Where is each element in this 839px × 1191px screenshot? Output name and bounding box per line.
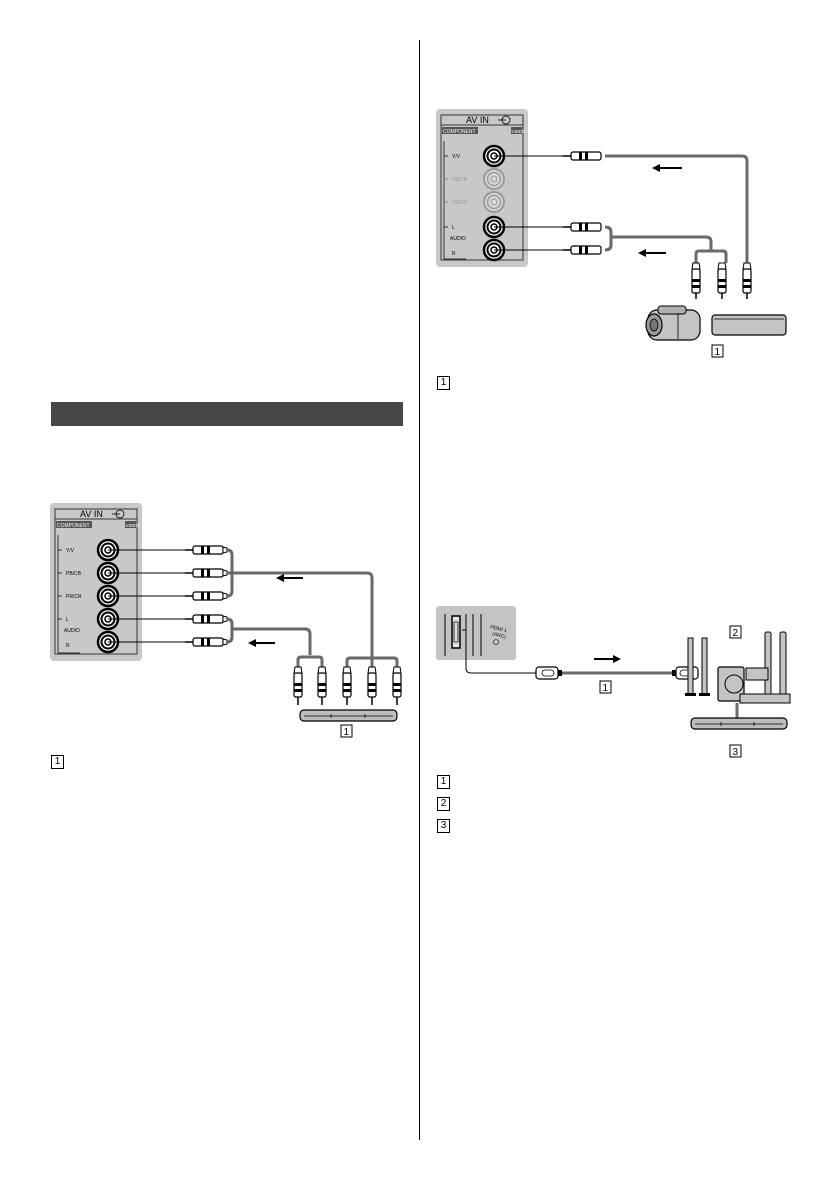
legend-left: 1 bbox=[51, 751, 64, 769]
av-in-panel: AV IN COMPONENT VIDEO Y/V PB/CB PR/CR L … bbox=[436, 109, 528, 267]
jack-label-pr: PR/CR bbox=[66, 594, 82, 600]
input-arrow-icon bbox=[493, 639, 499, 645]
video-tag: VIDEO bbox=[512, 129, 527, 134]
svg-text:2: 2 bbox=[733, 628, 739, 639]
panel-title: AV IN bbox=[80, 509, 103, 519]
device-callout: 1 bbox=[340, 724, 353, 738]
audio-label: AUDIO bbox=[64, 628, 80, 634]
legend-item: 1 bbox=[51, 751, 64, 769]
legend-item: 1 bbox=[437, 771, 450, 793]
arrow-icon bbox=[594, 655, 621, 663]
legend-number: 1 bbox=[437, 376, 450, 390]
jack-label-l: L bbox=[452, 225, 455, 231]
legend-item: 2 bbox=[437, 793, 450, 815]
svg-text:1: 1 bbox=[715, 347, 721, 358]
section-header-bar bbox=[51, 402, 403, 426]
legend-number: 3 bbox=[437, 819, 450, 833]
jack-label-l: L bbox=[66, 617, 69, 623]
hdmi-port-label: HDMI 1 bbox=[489, 624, 507, 634]
jack-label-y: Y/V bbox=[452, 154, 461, 160]
jack-label-r: R bbox=[452, 251, 456, 257]
speakers-callout: 2 bbox=[729, 625, 742, 639]
svg-text:3: 3 bbox=[733, 747, 739, 758]
component-tag: COMPONENT bbox=[57, 523, 90, 529]
jack-label-pb: PB/CB bbox=[452, 177, 468, 183]
legend-number: 2 bbox=[437, 797, 450, 811]
arrow-icon bbox=[276, 574, 303, 582]
hdmi-port-panel: HDMI 1 (ARC) bbox=[436, 606, 516, 660]
audio-label: AUDIO bbox=[450, 236, 466, 242]
panel-title: AV IN bbox=[466, 115, 489, 125]
cable-callout: 1 bbox=[599, 680, 612, 694]
legend-number: 1 bbox=[51, 755, 64, 769]
arrow-icon bbox=[652, 164, 682, 172]
column-divider bbox=[419, 40, 420, 1140]
legend-right-top: 1 bbox=[437, 372, 450, 390]
camcorder-icon bbox=[645, 305, 701, 341]
vcr-box-icon bbox=[711, 314, 787, 336]
legend-item: 1 bbox=[437, 372, 450, 390]
legend-right-bottom: 1 2 3 bbox=[437, 771, 450, 837]
disc-player-icon bbox=[299, 709, 398, 722]
arrow-icon bbox=[638, 249, 666, 257]
svg-text:1: 1 bbox=[344, 727, 350, 738]
jack-label-y: Y/V bbox=[66, 548, 75, 554]
jack-label-pb: PB/CB bbox=[66, 571, 82, 577]
device-callout: 1 bbox=[711, 344, 724, 358]
hdmi-port-icon bbox=[451, 615, 461, 649]
component-tag: COMPONENT bbox=[443, 129, 476, 135]
component-connection-diagram: AV IN COMPONENT VIDEO Y/V PB/CB PR/CR L … bbox=[50, 503, 402, 738]
input-arrow-icon bbox=[112, 509, 125, 519]
hdmi-port-label-arc: (ARC) bbox=[491, 631, 506, 640]
legend-number: 1 bbox=[437, 775, 450, 789]
hdmi-arc-connection-diagram: HDMI 1 (ARC) 1 bbox=[436, 606, 791, 758]
composite-connection-diagram: AV IN COMPONENT VIDEO Y/V PB/CB PR/CR L … bbox=[436, 109, 787, 358]
arrow-icon bbox=[248, 639, 275, 647]
player-callout: 3 bbox=[729, 744, 742, 758]
input-arrow-icon bbox=[498, 115, 511, 125]
legend-item: 3 bbox=[437, 815, 450, 837]
component-cable bbox=[108, 545, 402, 706]
jack-pr-inactive bbox=[483, 191, 505, 213]
jack-label-r: R bbox=[66, 643, 70, 649]
hdmi-cable: 1 bbox=[462, 629, 699, 694]
svg-text:1: 1 bbox=[603, 683, 609, 694]
composite-cable bbox=[494, 151, 752, 299]
disc-player-icon bbox=[690, 717, 788, 730]
jack-pb-inactive bbox=[483, 168, 505, 190]
av-in-panel: AV IN COMPONENT VIDEO Y/V PB/CB PR/CR L … bbox=[50, 503, 142, 661]
jack-label-pr: PR/CR bbox=[452, 200, 468, 206]
video-tag: VIDEO bbox=[126, 523, 141, 528]
home-theater-speakers-icon bbox=[685, 631, 791, 704]
